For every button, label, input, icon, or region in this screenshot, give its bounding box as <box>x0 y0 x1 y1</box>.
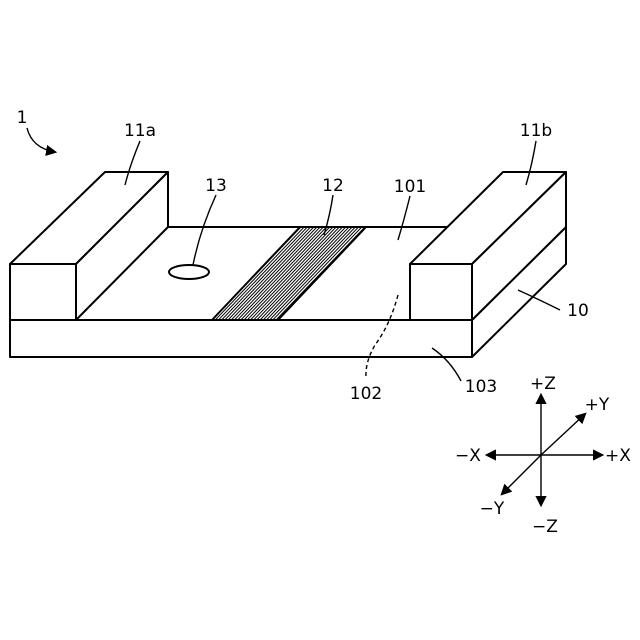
axis-y <box>541 414 585 455</box>
label-minus-z: −Z <box>532 517 558 537</box>
label-103: 103 <box>465 377 497 397</box>
cavity-ellipse <box>169 265 209 279</box>
label-plus-y: +Y <box>585 395 610 415</box>
label-plus-x: +X <box>605 446 631 466</box>
label-plus-z: +Z <box>530 374 556 394</box>
label-10: 10 <box>567 301 589 321</box>
label-minus-y: −Y <box>480 499 505 519</box>
label-13: 13 <box>205 176 227 196</box>
substrate-front-face <box>10 320 472 357</box>
label-device: 1 <box>17 108 28 128</box>
label-minus-x: −X <box>455 446 481 466</box>
label-102: 102 <box>350 384 382 404</box>
label-101: 101 <box>394 177 426 197</box>
electrode-right-front-face <box>410 264 472 320</box>
electrode-left-front-face <box>10 264 76 320</box>
axis-minus-y <box>502 455 541 494</box>
label-11b: 11b <box>520 121 552 141</box>
coordinate-axes: +Z −Z +X −X +Y −Y <box>455 374 631 537</box>
electrode-right <box>410 172 566 320</box>
leader-device-arrow <box>27 128 55 152</box>
label-12: 12 <box>322 176 344 196</box>
label-11a: 11a <box>124 121 156 141</box>
